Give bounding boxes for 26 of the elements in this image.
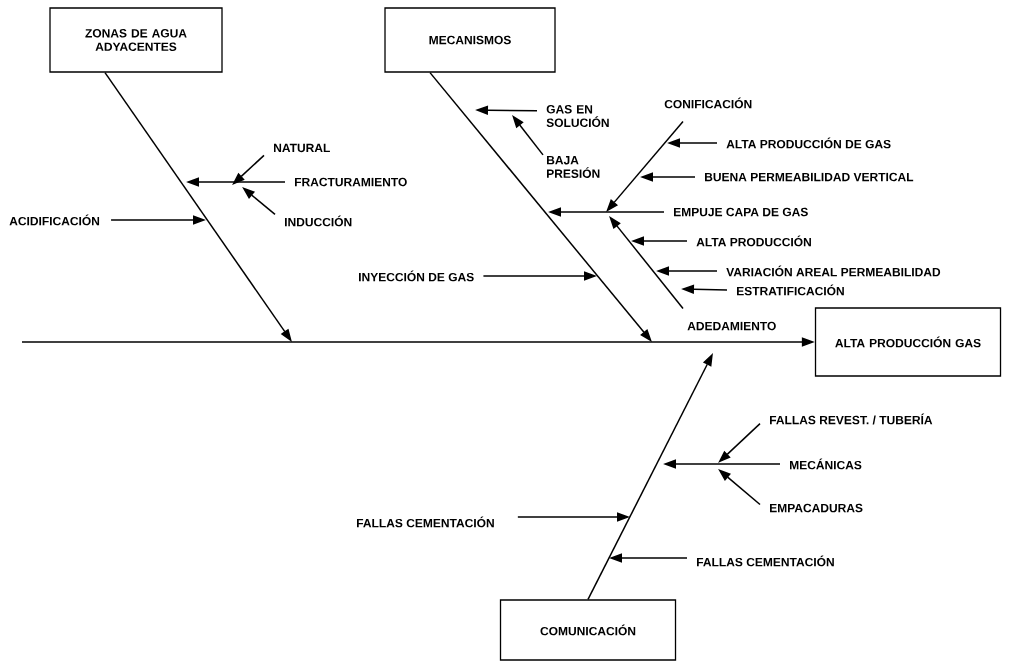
cause-label: INYECCIÓN DE GAS: [359, 270, 474, 282]
cause-label: NATURAL: [274, 143, 330, 153]
category-box: MECANISMOS: [384, 7, 556, 73]
cause-label: ALTA PRODUCCIÓN DE GAS: [726, 137, 891, 149]
cause-label: EMPACADURAS: [770, 503, 863, 513]
arrow: [718, 422, 761, 463]
cause-label: CONIFICACIÓN: [664, 97, 752, 109]
cause-label: BAJA PRESIÓN: [547, 156, 600, 178]
cause-label: BUENA PERMEABILIDAD VERTICAL: [705, 172, 914, 182]
category-box: COMUNICACIÓN: [499, 599, 677, 661]
cause-label: ADEDAMIENTO: [687, 321, 776, 331]
category-box: ZONAS DE AGUA ADYACENTES: [49, 7, 223, 73]
cause-label: FALLAS REVEST. / TUBERÍA: [770, 413, 933, 425]
effect-box: ALTA PRODUCCIÓN GAS: [814, 307, 1002, 377]
cause-label: FALLAS CEMENTACIÓN: [357, 516, 494, 528]
cause-label: GAS EN SOLUCIÓN: [546, 105, 609, 127]
cause-label: ALTA PRODUCCIÓN: [696, 235, 811, 247]
cause-label: EMPUJE CAPA DE GAS: [674, 207, 808, 217]
cause-label: MECÁNICAS: [790, 458, 862, 470]
cause-label: ESTRATIFICACIÓN: [737, 284, 844, 296]
arrow: [232, 154, 265, 185]
cause-label: FRACTURAMIENTO: [295, 177, 407, 187]
cause-label: ACIDIFICACIÓN: [9, 214, 100, 226]
cause-label: INDUCCIÓN: [285, 215, 352, 227]
cause-label: FALLAS CEMENTACIÓN: [697, 555, 834, 567]
cause-label: VARIACIÓN AREAL PERMEABILIDAD: [726, 265, 941, 277]
